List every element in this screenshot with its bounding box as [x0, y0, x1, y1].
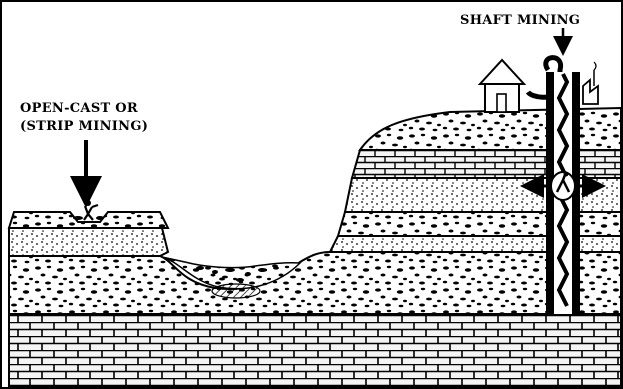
pit-deposit: [212, 284, 260, 298]
shaft-miner: [551, 172, 575, 201]
open-cast-label-line2: (STRIP MINING): [20, 119, 148, 134]
right-brick-layer: [352, 150, 621, 178]
shaft-mining-label: SHAFT MINING: [460, 13, 580, 28]
pebble-rock-layer: [9, 252, 621, 314]
open-cast-label-line1: OPEN-CAST OR: [20, 101, 138, 116]
left-soil-layer: [9, 228, 168, 256]
bedrock-brick-layer: [9, 314, 621, 386]
